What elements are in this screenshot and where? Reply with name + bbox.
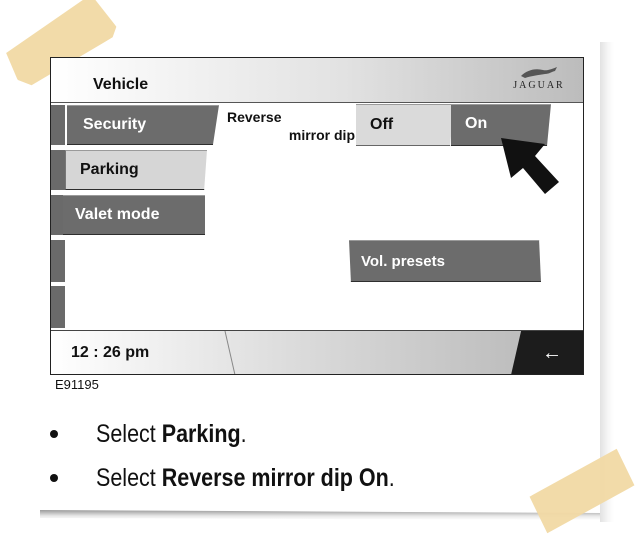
status-divider [224, 331, 236, 374]
jaguar-logo: JAGUAR [509, 64, 569, 98]
side-tab [51, 150, 65, 190]
side-tab [51, 195, 65, 235]
page-edge-shadow [600, 42, 614, 522]
parking-button[interactable]: Parking [65, 150, 207, 190]
screen-header: Vehicle JAGUAR [51, 58, 583, 103]
bullet-icon [50, 430, 58, 438]
pointer-arrow-icon [501, 138, 559, 194]
tape-strip-bottom-right [524, 443, 636, 539]
leaping-cat-icon [521, 67, 557, 78]
clock-display: 12 : 26 pm [71, 344, 150, 361]
back-arrow-icon: ← [542, 341, 562, 364]
security-button[interactable]: Security [67, 105, 219, 145]
touchscreen-display: Vehicle JAGUAR Security Parking Valet mo… [50, 57, 584, 375]
valet-mode-button[interactable]: Valet mode [63, 195, 205, 235]
side-tab [51, 105, 65, 145]
reverse-mirror-dip-label: Reverse mirror dip [227, 109, 355, 143]
mirror-dip-on-button[interactable]: On [451, 104, 551, 146]
bullet-icon [50, 474, 58, 482]
page-bottom-shadow [40, 510, 600, 520]
side-tab [51, 240, 65, 282]
figure-id: E91195 [55, 377, 99, 392]
mirror-dip-off-button[interactable]: Off [356, 104, 454, 146]
page-title: Vehicle [93, 76, 149, 93]
back-button[interactable]: ← [511, 331, 583, 374]
side-tab [51, 286, 65, 328]
vol-presets-button[interactable]: Vol. presets [349, 240, 541, 282]
status-bar: 12 : 26 pm ← [51, 330, 583, 374]
